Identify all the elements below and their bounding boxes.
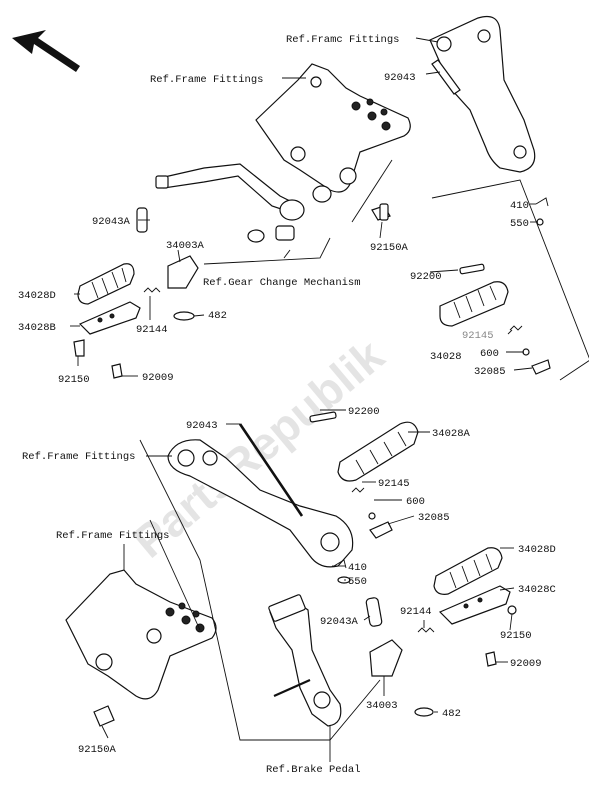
footpeg-base-34028C xyxy=(438,585,511,625)
leader-lines xyxy=(70,37,589,762)
label-part: 92150A xyxy=(78,744,117,756)
screw-92009-right xyxy=(485,651,497,667)
holder-34003A xyxy=(167,255,199,289)
spring-92144-top xyxy=(143,287,161,293)
label-part: 32085 xyxy=(418,512,450,524)
footpeg-34028 xyxy=(439,281,509,327)
label-part: 92200 xyxy=(348,406,380,418)
bolt-92150A-top xyxy=(371,203,391,221)
clip-32085-mid xyxy=(369,521,393,539)
label-part: 92144 xyxy=(400,606,432,618)
footpeg-34028D-bot xyxy=(433,547,503,595)
spring-92145-top xyxy=(509,325,523,331)
label-ref-frame-fittings: Ref.Frame Fittings xyxy=(56,530,169,542)
label-part: 34003A xyxy=(166,240,205,252)
label-part: 34028 xyxy=(430,351,462,363)
circlip-410-mid xyxy=(333,559,347,569)
label-part: 92043 xyxy=(384,72,416,84)
callout-labels: Ref.Framc Fittings Ref.Frame Fittings Re… xyxy=(18,34,556,776)
pin-92043A-bot xyxy=(365,597,383,627)
screw-92150-left xyxy=(73,339,85,357)
holder-34003 xyxy=(369,639,403,677)
ball-600-mid xyxy=(368,512,376,520)
label-part: 600 xyxy=(406,496,425,508)
rider-bracket-right-bottom xyxy=(65,569,217,700)
spring-92145-mid xyxy=(351,487,365,493)
washer-482-top xyxy=(173,311,195,321)
footpeg-34028D-top xyxy=(77,263,135,305)
label-part: 92150 xyxy=(500,630,532,642)
rider-bracket-left-top xyxy=(255,63,411,193)
label-part: 34028D xyxy=(518,544,556,556)
label-part: 550 xyxy=(348,576,367,588)
pin-92200-top xyxy=(459,263,485,275)
label-part: 550 xyxy=(510,218,529,230)
pivot-pin-right-top xyxy=(431,59,461,95)
label-ref-frame-fittings: Ref.Framc Fittings xyxy=(286,34,399,46)
label-part: 92145 xyxy=(462,330,494,342)
label-ref-gear-change: Ref.Gear Change Mechanism xyxy=(203,277,361,289)
label-part: 410 xyxy=(510,200,529,212)
label-part: 34028D xyxy=(18,290,56,302)
label-part: 32085 xyxy=(474,366,506,378)
shift-pivot-parts xyxy=(247,185,332,243)
label-part: 34003 xyxy=(366,700,398,712)
label-part: 92009 xyxy=(510,658,542,670)
bolt-92150A-bot xyxy=(93,705,115,727)
spring-92144-bot xyxy=(417,627,435,633)
label-part: 92150 xyxy=(58,374,90,386)
pivot-pin-92043-mid xyxy=(238,423,304,517)
brake-pedal xyxy=(268,594,342,727)
label-part: 34028B xyxy=(18,322,56,334)
shift-pedal xyxy=(155,163,301,215)
label-part: 92150A xyxy=(370,242,409,254)
passenger-bracket-left xyxy=(167,439,354,568)
label-part: 482 xyxy=(208,310,227,322)
circlip-410-top xyxy=(535,197,549,207)
footpeg-34028A xyxy=(337,421,419,482)
label-ref-frame-fittings: Ref.Frame Fittings xyxy=(150,74,263,86)
pin-92200-mid xyxy=(309,411,337,423)
washer-482-bot xyxy=(414,707,434,717)
screw-92150-right xyxy=(507,605,517,615)
label-part: 34028A xyxy=(432,428,471,440)
label-part: 34028C xyxy=(518,584,556,596)
label-part: 92043A xyxy=(92,216,131,228)
footpeg-base-34028B xyxy=(78,301,141,335)
label-part: 92043A xyxy=(320,616,359,628)
screw-92009-left xyxy=(111,363,123,379)
label-part: 600 xyxy=(480,348,499,360)
label-ref-frame-fittings: Ref.Frame Fittings xyxy=(22,451,135,463)
label-ref-brake-pedal: Ref.Brake Pedal xyxy=(266,764,361,776)
clip-32085-top xyxy=(531,359,551,375)
label-part: 92145 xyxy=(378,478,410,490)
label-part: 92144 xyxy=(136,324,168,336)
label-part: 92043 xyxy=(186,420,218,432)
label-part: 410 xyxy=(348,562,367,574)
front-arrow-icon xyxy=(12,30,80,72)
label-part: 92009 xyxy=(142,372,174,384)
passenger-bracket-right xyxy=(429,15,536,173)
label-part: 92200 xyxy=(410,271,442,283)
label-part: 482 xyxy=(442,708,461,720)
